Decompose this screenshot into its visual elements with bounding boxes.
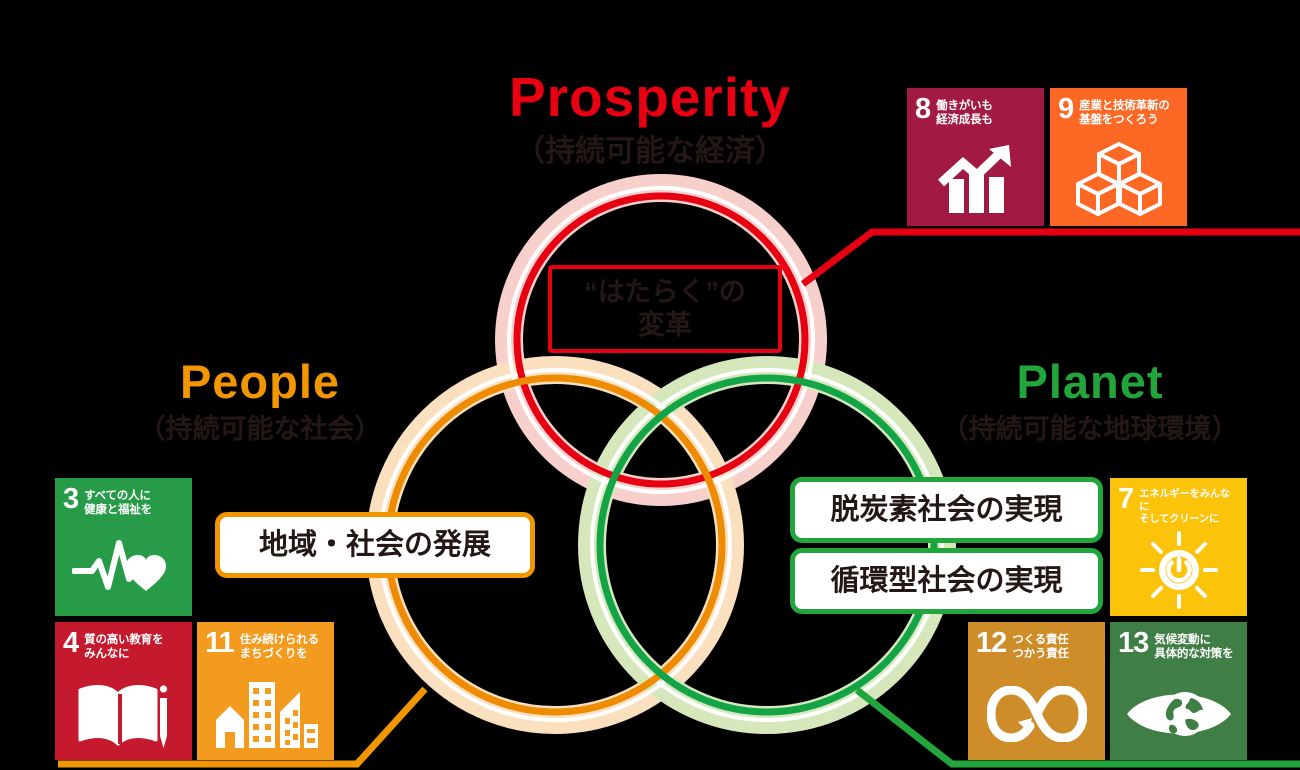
sdg-tile-4-text: 質の高い教育を みんなに xyxy=(84,631,163,661)
sdg-tile-4-line2: みんなに xyxy=(84,648,130,661)
sdg-tile-13[interactable]: 13 気候変動に 具体的な対策を xyxy=(1110,622,1247,760)
planet-connector-line xyxy=(854,687,1300,768)
sdg-tile-4-number: 4 xyxy=(63,627,79,659)
sdg-tile-4-line1: 質の高い教育を xyxy=(84,634,164,646)
sdg-tile-12-text: つくる責任 つかう責任 xyxy=(1012,631,1069,661)
sdg-tile-8-header: 8 働きがいも 経済成長も xyxy=(915,93,1036,137)
sdg-tile-13-number: 13 xyxy=(1118,627,1149,659)
sdg-tile-9-number: 9 xyxy=(1058,93,1074,125)
sdg-tile-4-header: 4 質の高い教育を みんなに xyxy=(63,627,184,671)
sdg-tile-3-line1: すべての人に xyxy=(84,490,151,502)
center-label-line2: 変革 xyxy=(638,310,692,340)
sun-power-icon xyxy=(1118,527,1239,613)
people-connector-line xyxy=(58,686,428,768)
sdg-tile-7-header: 7 エネルギーをみんなに そしてクリーンに xyxy=(1118,483,1239,527)
growth-chart-arrow-icon xyxy=(915,137,1036,223)
planet-ring-inner-gap xyxy=(590,368,944,722)
sdg-tile-3-number: 3 xyxy=(63,483,79,515)
callout-planet-2-label: 循環型社会の実現 xyxy=(830,564,1063,597)
sdg-tile-7-text: エネルギーをみんなに そしてクリーンに xyxy=(1139,487,1239,527)
sdg-tile-11-header: 11 住み続けられる まちづくりを xyxy=(205,627,326,671)
sdg-tile-4[interactable]: 4 質の高い教育を みんなに xyxy=(55,622,192,760)
sdg-tile-13-header: 13 気候変動に 具体的な対策を xyxy=(1118,627,1239,671)
sdg-tile-12-header: 12 つくる責任 つかう責任 xyxy=(976,627,1097,671)
sdg-tile-13-line2: 具体的な対策を xyxy=(1154,648,1234,661)
callout-people-label: 地域・社会の発展 xyxy=(258,528,491,561)
sdg-tile-11-line1: 住み続けられる xyxy=(239,634,319,646)
sdg-tile-8[interactable]: 8 働きがいも 経済成長も xyxy=(907,88,1044,226)
prosperity-ring-inner-gap xyxy=(507,186,815,494)
planet-heading-group: Planet （持続可能な地球環境） xyxy=(895,358,1285,443)
sdg-tile-8-number: 8 xyxy=(915,93,931,125)
sdg-tile-8-text: 働きがいも 経済成長も xyxy=(936,97,993,127)
sdg-tile-9-line2: 基盤をつくろう xyxy=(1079,114,1159,127)
sdg-tile-13-line1: 気候変動に xyxy=(1154,634,1211,646)
sdg-tile-9-header: 9 産業と技術革新の 基盤をつくろう xyxy=(1058,93,1179,137)
people-title-en: People xyxy=(179,355,341,408)
sdg-tile-9[interactable]: 9 産業と技術革新の 基盤をつくろう xyxy=(1050,88,1187,226)
sdg-tile-12[interactable]: 12 つくる責任 つかう責任 xyxy=(968,622,1105,760)
sdg-tile-12-line2: つかう責任 xyxy=(1012,648,1069,661)
sdg-tile-3[interactable]: 3 すべての人に 健康と福祉を xyxy=(55,478,192,616)
planet-title-en: Planet xyxy=(1016,355,1164,408)
infinity-loop-icon xyxy=(976,671,1097,757)
prosperity-connector-line xyxy=(800,228,1300,287)
sdg-tile-11-text: 住み続けられる まちづくりを xyxy=(240,631,319,661)
callout-circular-society: 循環型社会の実現 xyxy=(790,548,1103,614)
sdg-tile-9-text: 産業と技術革新の 基盤をつくろう xyxy=(1079,97,1170,127)
prosperity-heading-group: Prosperity （持続可能な経済） xyxy=(0,70,1300,167)
people-title-jp: （持続可能な社会） xyxy=(138,414,382,444)
heartbeat-icon xyxy=(63,527,184,613)
sdg-tile-3-line2: 健康と福祉を xyxy=(84,504,152,517)
sdg-tile-3-text: すべての人に 健康と福祉を xyxy=(84,487,152,517)
sdg-tile-7[interactable]: 7 エネルギーをみんなに そしてクリーンに xyxy=(1110,478,1247,616)
sdg-tile-3-header: 3 すべての人に 健康と福祉を xyxy=(63,483,184,527)
sdg-tile-7-line1: エネルギーをみんなに xyxy=(1139,489,1231,513)
center-label-line1: “はたらく”の xyxy=(584,277,746,308)
sdg-tile-11-number: 11 xyxy=(205,627,235,659)
callout-planet-1-label: 脱炭素社会の実現 xyxy=(830,493,1063,526)
sdg-tile-8-line2: 経済成長も xyxy=(936,114,993,127)
sdg-tile-11[interactable]: 11 住み続けられる まちづくりを xyxy=(197,622,334,760)
sdg-tile-13-text: 気候変動に 具体的な対策を xyxy=(1154,631,1233,661)
cubes-icon xyxy=(1058,137,1179,223)
sdg-tile-8-line1: 働きがいも xyxy=(936,100,993,112)
people-heading-group: People （持続可能な社会） xyxy=(115,358,405,443)
sdg-tile-11-line2: まちづくりを xyxy=(239,648,308,661)
sdg-tile-7-line2: そしてクリーンに xyxy=(1139,514,1220,526)
prosperity-title-jp: （持続可能な経済） xyxy=(515,135,785,168)
prosperity-ring-line xyxy=(513,192,809,488)
sdg-tile-12-number: 12 xyxy=(976,627,1007,659)
sdg-tile-9-line1: 産業と技術革新の xyxy=(1079,100,1170,112)
callout-decarbonized-society: 脱炭素社会の実現 xyxy=(790,477,1103,543)
callout-people-development: 地域・社会の発展 xyxy=(215,512,535,578)
open-book-pencil-icon xyxy=(63,671,184,757)
sdg-tile-7-number: 7 xyxy=(1118,483,1134,515)
center-label-box: “はたらく”の 変革 xyxy=(548,265,782,353)
eye-earth-icon xyxy=(1118,671,1239,757)
prosperity-title-en: Prosperity xyxy=(508,66,792,128)
sdg-tile-12-line1: つくる責任 xyxy=(1012,634,1069,646)
planet-title-jp: （持続可能な地球環境） xyxy=(941,414,1239,444)
planet-ring-line xyxy=(596,374,938,716)
city-buildings-icon xyxy=(205,671,326,757)
